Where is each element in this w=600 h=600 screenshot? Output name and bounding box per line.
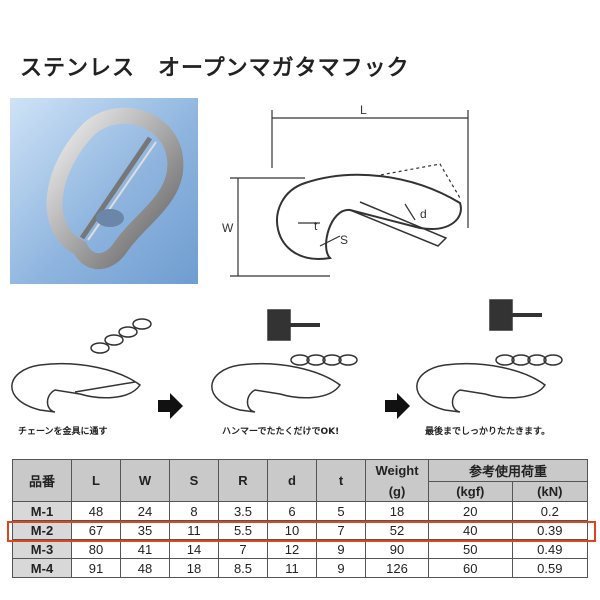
table-cell: 9 [316, 539, 366, 559]
table-cell: 12 [267, 539, 317, 559]
header-d: d [267, 459, 317, 502]
table-row: M-2 67 35 11 5.5 10 7 52 40 0.39 [12, 520, 589, 540]
table-cell: 18 [365, 501, 429, 521]
step-caption-3: 最後までしっかりたたきます。 [425, 427, 551, 437]
table-cell: 5 [316, 501, 366, 521]
table-cell: 8.5 [218, 558, 268, 578]
dimension-diagram: L W S t d [210, 98, 590, 288]
cell-part-number: M-2 [12, 520, 72, 540]
hook-dimension-drawing: L W S t d [222, 103, 469, 277]
cell-part-number: M-3 [12, 539, 72, 559]
header-L: L [71, 459, 121, 502]
table-cell: 0.59 [511, 558, 589, 578]
table-cell: 6 [267, 501, 317, 521]
table-cell: 3.5 [218, 501, 268, 521]
header-weight-unit: (g) [365, 481, 429, 502]
table-cell: 50 [428, 539, 513, 559]
table-cell: 90 [365, 539, 429, 559]
header-S: S [169, 459, 219, 502]
header-weight: Weight [365, 459, 429, 482]
table-cell: 24 [120, 501, 170, 521]
table-cell: 91 [71, 558, 121, 578]
table-cell: 60 [428, 558, 513, 578]
table-cell: 7 [316, 520, 366, 540]
table-cell: 10 [267, 520, 317, 540]
table-cell: 5.5 [218, 520, 268, 540]
table-cell: 0.49 [511, 539, 589, 559]
table-cell: 40 [428, 520, 513, 540]
usage-steps-drawing [11, 299, 563, 419]
table-cell: 9 [316, 558, 366, 578]
table-cell: 11 [169, 520, 219, 540]
product-photo [10, 98, 198, 284]
table-cell: 80 [71, 539, 121, 559]
dim-label-W: W [222, 221, 234, 235]
table-cell: 0.2 [511, 501, 589, 521]
dim-label-d: d [420, 207, 427, 221]
header-part-number: 品番 [12, 459, 72, 502]
table-cell: 35 [120, 520, 170, 540]
step-caption-1: チェーンを金具に通す [18, 427, 108, 437]
table-row: M-4 91 48 18 8.5 11 9 126 60 0.59 [12, 558, 589, 578]
table-cell: 52 [365, 520, 429, 540]
table-cell: 0.39 [511, 520, 589, 540]
cell-part-number: M-1 [12, 501, 72, 521]
table-cell: 48 [71, 501, 121, 521]
table-row: M-1 48 24 8 3.5 6 5 18 20 0.2 [12, 501, 589, 521]
table-cell: 7 [218, 539, 268, 559]
table-cell: 20 [428, 501, 513, 521]
dim-label-S: S [340, 233, 348, 247]
table-cell: 126 [365, 558, 429, 578]
dim-label-t: t [314, 219, 318, 233]
table-cell: 14 [169, 539, 219, 559]
arrow-right-icon [158, 393, 183, 419]
header-load-kn: (kN) [511, 481, 589, 502]
table-cell: 67 [71, 520, 121, 540]
arrow-right-icon [385, 393, 410, 419]
header-t: t [316, 459, 366, 502]
header-load-kgf: (kgf) [428, 481, 513, 502]
spec-table: 品番 L W S R d t Weight 参考使用荷重 (g) (kgf) (… [12, 459, 589, 578]
table-cell: 18 [169, 558, 219, 578]
table-cell: 11 [267, 558, 317, 578]
header-R: R [218, 459, 268, 502]
table-cell: 41 [120, 539, 170, 559]
step-caption-2: ハンマーでたたくだけでOK! [222, 427, 340, 437]
header-W: W [120, 459, 170, 502]
page-title: ステンレス オープンマガタマフック [20, 56, 410, 81]
cell-part-number: M-4 [12, 558, 72, 578]
hook-photo-image [46, 107, 184, 270]
dim-label-L: L [360, 103, 367, 117]
usage-steps: チェーンを金具に通す ハンマーでたたくだけでOK! 最後までしっかりたたきます。 [0, 290, 600, 450]
table-cell: 8 [169, 501, 219, 521]
table-row: M-3 80 41 14 7 12 9 90 50 0.49 [12, 539, 589, 559]
header-load: 参考使用荷重 [428, 459, 588, 482]
table-cell: 48 [120, 558, 170, 578]
